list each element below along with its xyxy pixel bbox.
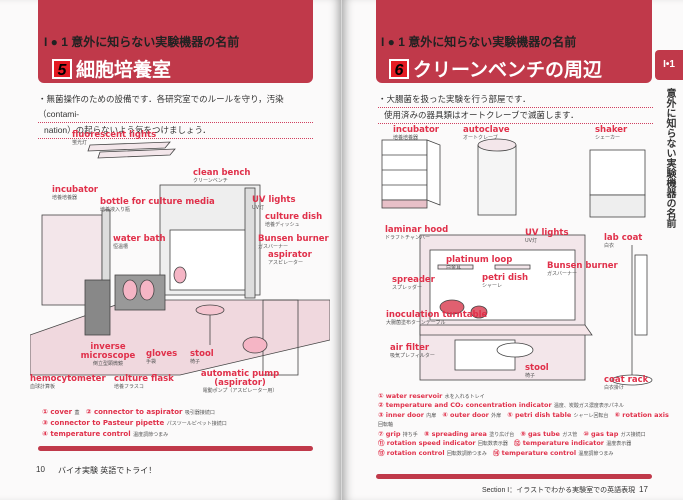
section-number: 5 [52, 58, 72, 79]
side-tab-caption: 意外に知らない実験機器の名前 [664, 88, 675, 228]
section-side-tab[interactable]: I•1 [655, 50, 683, 80]
section-kicker: I ● 1 意外に知らない実験機器の名前 [44, 35, 240, 49]
running-footer: Section I：イラストでわかる実験室での英語表現 [482, 487, 636, 494]
running-footer: バイオ実験 英語でトライ！ [58, 466, 157, 475]
section-kicker: I ● 1 意外に知らない実験機器の名前 [381, 35, 577, 49]
intro-text: ・無菌操作のための設備です．各研究室でのルールを守り，汚染（contami- n… [38, 92, 313, 139]
title-text: クリーンベンチの周辺 [413, 60, 603, 81]
intro-line: ・無菌操作のための設備です．各研究室でのルールを守り，汚染（contami- [38, 92, 313, 123]
page-number: 10 [36, 465, 45, 474]
label-automatic-pump: automatic pump (aspirator)電動ポンプ（アスピレーター用… [200, 369, 280, 395]
page-number: 17 [639, 485, 648, 494]
section-number: 6 [389, 58, 409, 79]
header-band [38, 0, 313, 83]
divider [376, 474, 652, 479]
intro-line: nation）の起らないよう気をつけましょう． [38, 123, 313, 139]
intro-text: ・大腸菌を扱った実験を行う部屋です． 使用済みの器具類はオートクレーブで滅菌しま… [378, 92, 653, 124]
intro-line: 使用済みの器具類はオートクレーブで滅菌します． [378, 108, 653, 124]
intro-line: ・大腸菌を扱った実験を行う部屋です． [378, 92, 653, 108]
legend: ① water reservoir 水を入れるトレイ [378, 392, 485, 400]
cell-culture-illustration [30, 141, 330, 376]
header-band [376, 0, 652, 83]
clean-bench-illustration [381, 138, 653, 386]
title-text: 細胞培養室 [76, 60, 172, 81]
legend-continued: ② temperature and CO₂ concentration indi… [378, 401, 669, 457]
divider [38, 446, 313, 451]
